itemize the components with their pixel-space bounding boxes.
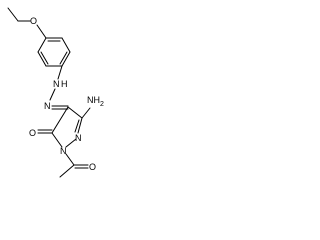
amino-subscript: 2 bbox=[100, 101, 104, 108]
pyrazolone-ring bbox=[51, 106, 83, 148]
ring-bond-c4-c3 bbox=[67, 106, 83, 119]
o-aryl-bond bbox=[36, 24, 47, 39]
benzene-inner-double-bond bbox=[59, 51, 68, 65]
benzene-bond bbox=[61, 51, 71, 67]
benzene-bond bbox=[61, 37, 71, 53]
ring-carbonyl-oxygen-label: O bbox=[29, 128, 36, 138]
benzene-bond bbox=[37, 37, 47, 53]
ring-bond-c5-c4 bbox=[51, 106, 69, 134]
n1-acetyl-bond bbox=[65, 153, 75, 166]
ring-bond-c3-n2-inner bbox=[74, 119, 80, 133]
benzene-ring bbox=[37, 37, 71, 67]
acetyl-c-ch3-bond bbox=[59, 164, 75, 178]
ring-bond-n2-n1 bbox=[65, 138, 77, 148]
ring-n-lower-label: N bbox=[60, 146, 67, 156]
hydrazone-nh-label: N bbox=[53, 79, 60, 89]
amino-label: NH bbox=[87, 95, 100, 105]
ring-n-upper-label: N bbox=[75, 133, 82, 143]
c3-amino-bond bbox=[81, 107, 91, 119]
ether-oxygen-label: O bbox=[30, 16, 37, 26]
hydrazone-h-label: H bbox=[61, 79, 68, 89]
hydrazone-n-label: N bbox=[44, 101, 51, 111]
ring-bond-c3-n2 bbox=[77, 117, 83, 134]
n-n-bond bbox=[49, 88, 56, 101]
acetyl-oxygen-label: O bbox=[89, 162, 96, 172]
benzene-inner-double-bond bbox=[40, 51, 49, 65]
chemical-structure: O N H N NH 2 N N O O bbox=[7, 7, 104, 178]
ethyl-group bbox=[7, 7, 31, 22]
ethyl-ch3-bond bbox=[7, 7, 19, 22]
benzene-bond bbox=[37, 51, 47, 67]
aryl-nh-bond bbox=[57, 65, 63, 80]
ring-bond-n1-c5 bbox=[51, 132, 63, 148]
